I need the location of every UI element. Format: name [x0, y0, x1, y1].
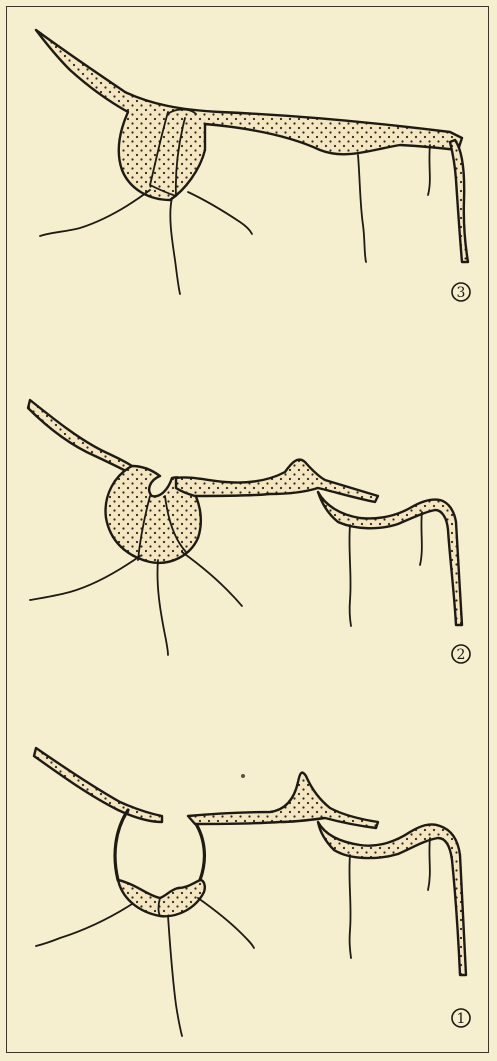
fig2-middle-band [176, 460, 378, 502]
fig2-fiber-right [182, 552, 242, 606]
fig3-number: 3 [457, 285, 466, 301]
fig1-fiber-far-right-a [349, 855, 351, 958]
fig3-fiber-center [170, 198, 180, 294]
fig3-fiber-left [40, 190, 150, 236]
fig1-lower-band [318, 822, 466, 975]
fig3-upper-band [36, 30, 462, 200]
fig3-fiber-far-right-a [358, 155, 366, 262]
figure-3: 3 [36, 30, 470, 301]
figure-2: 2 [28, 400, 470, 663]
fig1-upper-strand [34, 748, 162, 822]
fig2-upper-strand [28, 400, 132, 472]
fig2-fiber-left [30, 556, 140, 600]
fig1-middle-band [188, 773, 378, 828]
fig3-fiber-right [188, 192, 252, 234]
fig2-fiber-center [157, 560, 168, 655]
fig1-fiber-far-right-b [428, 838, 430, 890]
fig1-fiber-left [36, 904, 132, 946]
fig2-number: 2 [457, 647, 466, 663]
fig1-fiber-center [168, 916, 182, 1036]
fig2-fiber-far-right-b [420, 512, 422, 565]
fig2-fiber-far-right-a [349, 525, 351, 626]
fig1-fiber-right [198, 898, 254, 948]
stray-mark [241, 774, 245, 778]
fig3-fiber-far-right-b [428, 145, 430, 195]
fig3-right-wall [450, 140, 468, 262]
fig1-cell-body [118, 880, 205, 916]
figure-1: 1 [34, 748, 470, 1036]
fig1-number: 1 [457, 1011, 466, 1027]
fig2-lower-band [318, 492, 462, 625]
